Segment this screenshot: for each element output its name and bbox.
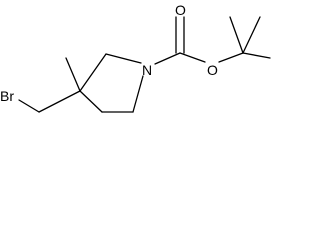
- bond-n1-carbonyl-c: [154, 52, 181, 65]
- bond-c3-methyl: [65, 57, 81, 92]
- atom-label-ester-oxygen: O: [207, 62, 218, 78]
- bond-ester-o-tbutyl-c: [218, 52, 244, 63]
- bond-n1-c5: [132, 75, 144, 113]
- bond-carbonyl-c-ester-o: [179, 52, 206, 63]
- bond-br-ch2: [18, 99, 40, 113]
- bond-tbutyl-methyl-3: [229, 16, 244, 54]
- chemical-structure-diagram: Br N O O: [0, 2, 271, 113]
- atom-label-carbonyl-oxygen: O: [175, 2, 186, 18]
- atom-label-nitrogen: N: [142, 62, 152, 78]
- bond-c4-c3: [79, 90, 103, 113]
- bond-tbutyl-methyl-1: [242, 52, 271, 59]
- atom-label-bromine: Br: [0, 88, 14, 104]
- bond-c2-n1: [105, 53, 142, 64]
- bond-c3-c2: [79, 53, 107, 92]
- bond-tbutyl-methyl-2: [242, 16, 261, 54]
- bond-ch2-c3: [38, 90, 81, 113]
